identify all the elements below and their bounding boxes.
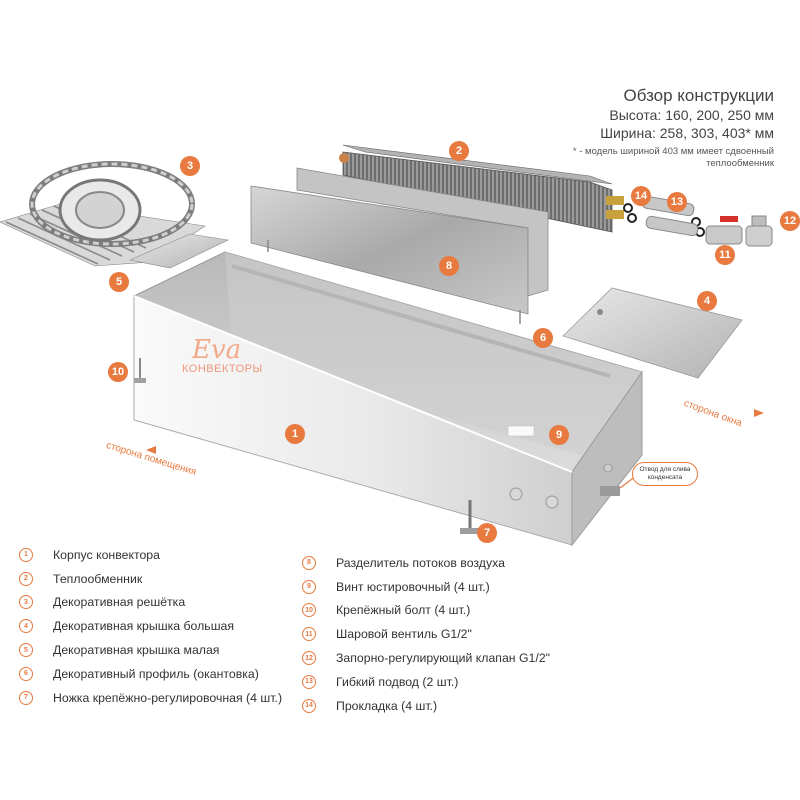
legend-item-3: 3 Декоративная решётка: [19, 591, 282, 615]
legend-number-badge: 9: [302, 579, 316, 594]
room-side-arrow: [146, 446, 156, 454]
construction-overview: Обзор конструкции Высота: 160, 200, 250 …: [600, 86, 774, 142]
legend-label: Теплообменник: [53, 571, 143, 586]
legend-label: Гибкий подвод (2 шт.): [336, 674, 459, 689]
legend-item-2: 2 Теплообменник: [19, 567, 282, 591]
legend-label: Запорно-регулирующий клапан G1/2": [336, 651, 551, 666]
legend-label: Декоративный профиль (окантовка): [53, 666, 259, 681]
legend-item-4: 4 Декоративная крышка большая: [19, 614, 282, 638]
badge-14: 14: [631, 186, 651, 206]
badge-9: 9: [549, 425, 569, 445]
brand-name: Eva: [192, 335, 242, 365]
drain-outlet-callout: Отвод для слива конденсата: [632, 462, 698, 486]
window-side-arrow: [754, 409, 764, 417]
legend-item-5: 5 Декоративная крышка малая: [19, 638, 282, 662]
legend-label: Шаровой вентиль G1/2": [336, 627, 472, 642]
convector-housing: [132, 251, 643, 547]
badge-4: 4: [697, 291, 717, 311]
badge-8: 8: [439, 256, 459, 276]
legend-label: Разделитель потоков воздуха: [336, 555, 505, 570]
legend-number-badge: 13: [302, 674, 316, 689]
legend-label: Винт юстировочный (4 шт.): [336, 579, 490, 594]
badge-6: 6: [533, 328, 553, 348]
brand-subtitle: КОНВЕКТОРЫ: [182, 363, 263, 375]
width-spec: Ширина: 258, 303, 403* мм: [600, 125, 774, 141]
legend-label: Декоративная крышка малая: [53, 643, 220, 658]
legend-item-11: 11 Шаровой вентиль G1/2": [302, 622, 550, 646]
legend-item-14: 14 Прокладка (4 шт.): [302, 694, 550, 718]
legend-item-8: 8 Разделитель потоков воздуха: [302, 551, 550, 575]
badge-5: 5: [109, 272, 129, 292]
legend-number-badge: 14: [302, 698, 316, 713]
legend-item-12: 12 Запорно-регулирующий клапан G1/2": [302, 646, 550, 670]
legend-label: Крепёжный болт (4 шт.): [336, 603, 471, 618]
legend-number-badge: 8: [302, 555, 316, 570]
badge-11: 11: [715, 245, 735, 265]
badge-13: 13: [667, 192, 687, 212]
badge-1: 1: [285, 424, 305, 444]
legend-label: Ножка крепёжно-регулировочная (4 шт.): [53, 690, 283, 705]
badge-12: 12: [780, 211, 800, 231]
legend-number-badge: 5: [19, 643, 33, 658]
small-decorative-lid: [129, 233, 229, 269]
legend-number-badge: 11: [302, 627, 316, 642]
legend-label: Декоративная крышка большая: [53, 619, 235, 634]
legend-item-6: 6 Декоративный профиль (окантовка): [19, 662, 282, 686]
legend-item-13: 13 Гибкий подвод (2 шт.): [302, 670, 550, 694]
legend-item-9: 9 Винт юстировочный (4 шт.): [302, 575, 550, 599]
legend-number-badge: 1: [19, 547, 33, 562]
legend-label: Декоративная решётка: [53, 595, 186, 610]
badge-3: 3: [180, 156, 200, 176]
legend-number-badge: 6: [19, 666, 33, 681]
legend-label: Прокладка (4 шт.): [336, 698, 438, 713]
legend-number-badge: 12: [302, 651, 316, 666]
ball-valve: [705, 216, 743, 245]
legend-item-10: 10 Крепёжный болт (4 шт.): [302, 599, 550, 623]
fixing-bolt: [134, 358, 146, 383]
legend-number-badge: 3: [19, 595, 33, 610]
badge-7: 7: [477, 523, 497, 543]
legend-item-1: 1 Корпус конвектора: [19, 543, 282, 567]
large-decorative-lid: [562, 287, 743, 379]
legend-number-badge: 4: [19, 619, 33, 634]
mounting-foot: [460, 500, 480, 534]
legend-item-7: 7 Ножка крепёжно-регулировочная (4 шт.): [19, 686, 282, 710]
legend-number-badge: 10: [302, 603, 316, 618]
badge-10: 10: [108, 362, 128, 382]
shutoff-control-valve: [745, 215, 773, 247]
air-flow-separator: [250, 167, 549, 324]
height-spec: Высота: 160, 200, 250 мм: [609, 107, 774, 123]
legend-number-badge: 7: [19, 690, 33, 705]
brand-watermark: Eva КОНВЕКТОРЫ: [182, 337, 263, 375]
legend-label: Корпус конвектора: [53, 547, 160, 562]
width-footnote: * - модель шириной 403 мм имеет сдвоенны…: [572, 146, 774, 169]
overview-title: Обзор конструкции: [623, 86, 774, 105]
badge-2: 2: [449, 141, 469, 161]
legend-number-badge: 2: [19, 571, 33, 586]
legend-right: 8 Разделитель потоков воздуха 9 Винт юстиро…: [302, 551, 550, 718]
